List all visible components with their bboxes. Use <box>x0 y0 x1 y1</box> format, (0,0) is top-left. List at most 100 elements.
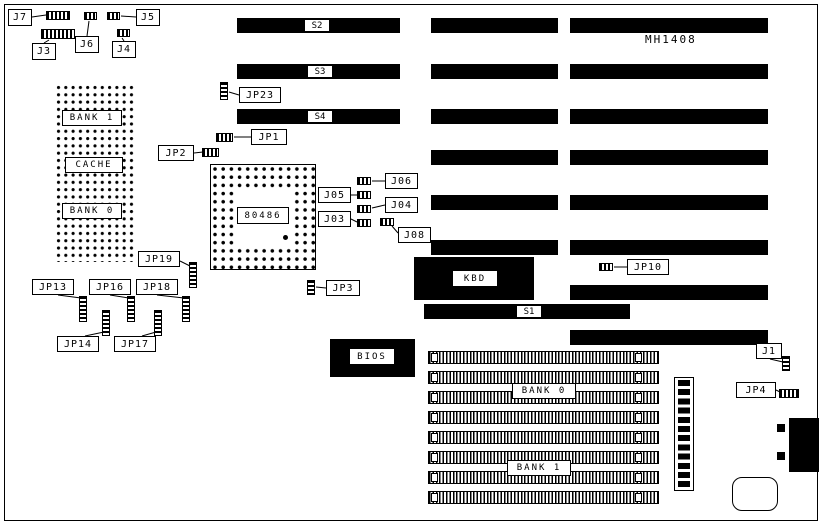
label-jp13: JP13 <box>32 279 74 295</box>
label-j6: J6 <box>75 36 99 53</box>
jumper-pins-jp3 <box>307 280 315 295</box>
simm-latch <box>431 393 438 402</box>
jumper-pins-j05 <box>357 191 371 199</box>
label-j05: J05 <box>318 187 351 203</box>
isa-slot-bar <box>570 109 768 124</box>
isa-slot-bar <box>570 150 768 165</box>
label-j04: J04 <box>385 197 418 213</box>
label-jp23: JP23 <box>239 87 281 103</box>
label-bios: BIOS <box>349 348 395 365</box>
cpu-label: 80486 <box>237 207 289 224</box>
label-cache: CACHE <box>65 157 123 173</box>
simm-latch <box>431 493 438 502</box>
simm-latch <box>431 433 438 442</box>
label-jp18: JP18 <box>136 279 178 295</box>
label-j06: J06 <box>385 173 418 189</box>
jumper-pins-j04 <box>357 205 371 213</box>
simm-latch <box>635 453 642 462</box>
isa-slot-bar <box>570 64 768 79</box>
label-s3: S3 <box>307 65 333 78</box>
jumper-pins-jp19 <box>189 262 197 288</box>
simm-socket <box>428 491 659 504</box>
jumper-pins-jp10 <box>599 263 613 271</box>
jumper-pins-j1 <box>782 356 790 371</box>
label-j3: J3 <box>32 43 56 60</box>
label-j7: J7 <box>8 9 32 26</box>
label-cache-bank1: BANK 1 <box>62 110 122 126</box>
jumper-pins-jp16 <box>127 296 135 322</box>
label-j1: J1 <box>756 343 782 359</box>
label-jp1: JP1 <box>251 129 287 145</box>
label-jp16: JP16 <box>89 279 131 295</box>
simm-socket <box>428 351 659 364</box>
jumper-pins-j4 <box>117 29 130 37</box>
label-j08: J08 <box>398 227 431 243</box>
isa-slot-bar <box>431 195 558 210</box>
simm-socket <box>428 431 659 444</box>
isa-slot-bar <box>431 240 558 255</box>
jumper-pins-j5 <box>107 12 120 20</box>
label-jp14: JP14 <box>57 336 99 352</box>
keyboard-din-tab <box>777 452 785 460</box>
label-j4: J4 <box>112 41 136 58</box>
label-jp3: JP3 <box>326 280 360 296</box>
jumper-pins-jp14 <box>102 310 110 336</box>
label-jp19: JP19 <box>138 251 180 267</box>
simm-latch <box>431 473 438 482</box>
label-s4: S4 <box>307 110 333 123</box>
jumper-pins-j08 <box>380 218 394 226</box>
keyboard-din-tab <box>777 424 785 432</box>
isa-slot-bar <box>570 240 768 255</box>
board-outline <box>4 4 818 521</box>
simm-latch <box>431 453 438 462</box>
jumper-pins-j3 <box>41 29 75 39</box>
jumper-pins-j6 <box>84 12 97 20</box>
jumper-pins-jp1 <box>216 133 233 142</box>
isa-slot-bar <box>570 285 768 300</box>
simm-latch <box>431 353 438 362</box>
label-jp4: JP4 <box>736 382 776 398</box>
isa-slot-bar <box>431 150 558 165</box>
simm-latch <box>635 473 642 482</box>
label-simm-bank0: BANK 0 <box>512 383 576 399</box>
jumper-pins-j7 <box>46 11 70 20</box>
isa-slot-bar <box>570 195 768 210</box>
isa-slot-bar <box>570 330 768 345</box>
jumper-pins-jp2 <box>202 148 219 157</box>
jumper-pins-jp23 <box>220 82 228 100</box>
board-model-text: MH1408 <box>645 33 697 46</box>
label-j03: J03 <box>318 211 351 227</box>
simm-latch <box>635 393 642 402</box>
jumper-pins-j06 <box>357 177 371 185</box>
label-jp2: JP2 <box>158 145 194 161</box>
label-jp17: JP17 <box>114 336 156 352</box>
label-s1: S1 <box>516 305 542 318</box>
power-connector <box>674 377 694 491</box>
label-cache-bank0: BANK 0 <box>62 203 122 219</box>
keyboard-din-connector <box>789 418 819 472</box>
cpu-pin1-dot <box>283 235 288 240</box>
simm-latch <box>635 353 642 362</box>
power-connector-pins <box>678 380 690 488</box>
simm-latch <box>635 373 642 382</box>
label-simm-bank1: BANK 1 <box>507 460 571 476</box>
simm-latch <box>635 493 642 502</box>
simm-latch <box>431 413 438 422</box>
simm-latch <box>635 433 642 442</box>
simm-latch <box>635 413 642 422</box>
isa-slot-bar <box>570 18 768 33</box>
label-kbd: KBD <box>452 270 498 287</box>
simm-socket <box>428 411 659 424</box>
jumper-pins-jp13 <box>79 296 87 322</box>
label-s2: S2 <box>304 19 330 32</box>
jumper-pins-jp18 <box>182 296 190 322</box>
simm-latch <box>431 373 438 382</box>
jumper-pins-jp17 <box>154 310 162 336</box>
isa-slot-bar <box>431 64 558 79</box>
jumper-pins-jp4 <box>779 389 799 398</box>
battery <box>732 477 778 511</box>
jumper-pins-j03 <box>357 219 371 227</box>
label-j5: J5 <box>136 9 160 26</box>
label-jp10: JP10 <box>627 259 669 275</box>
isa-slot-bar <box>431 109 558 124</box>
